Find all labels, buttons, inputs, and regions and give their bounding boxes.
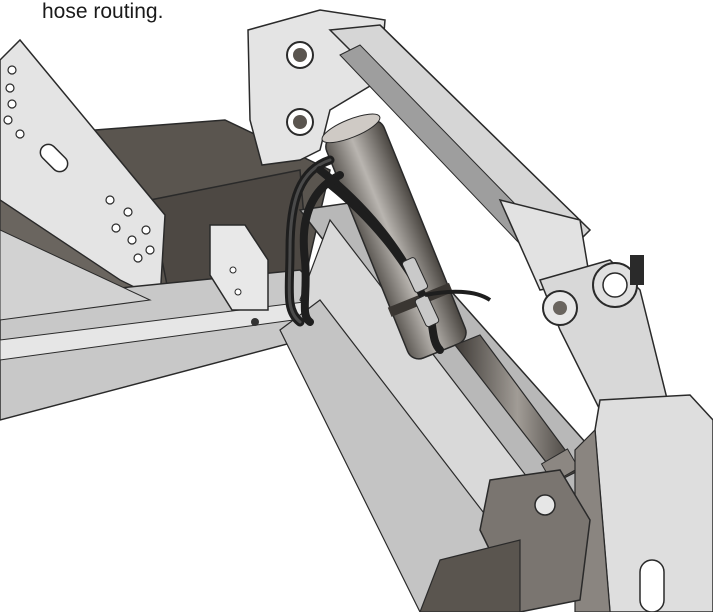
cylinder-clamp xyxy=(424,289,492,302)
bucket-bracket xyxy=(574,394,713,612)
caption-text: hose routing. xyxy=(42,0,164,23)
upper-link-arm xyxy=(328,24,592,291)
rod-end-bracket xyxy=(419,469,591,612)
hose-fittings xyxy=(401,257,440,328)
hose-bracket-plate xyxy=(209,224,269,311)
